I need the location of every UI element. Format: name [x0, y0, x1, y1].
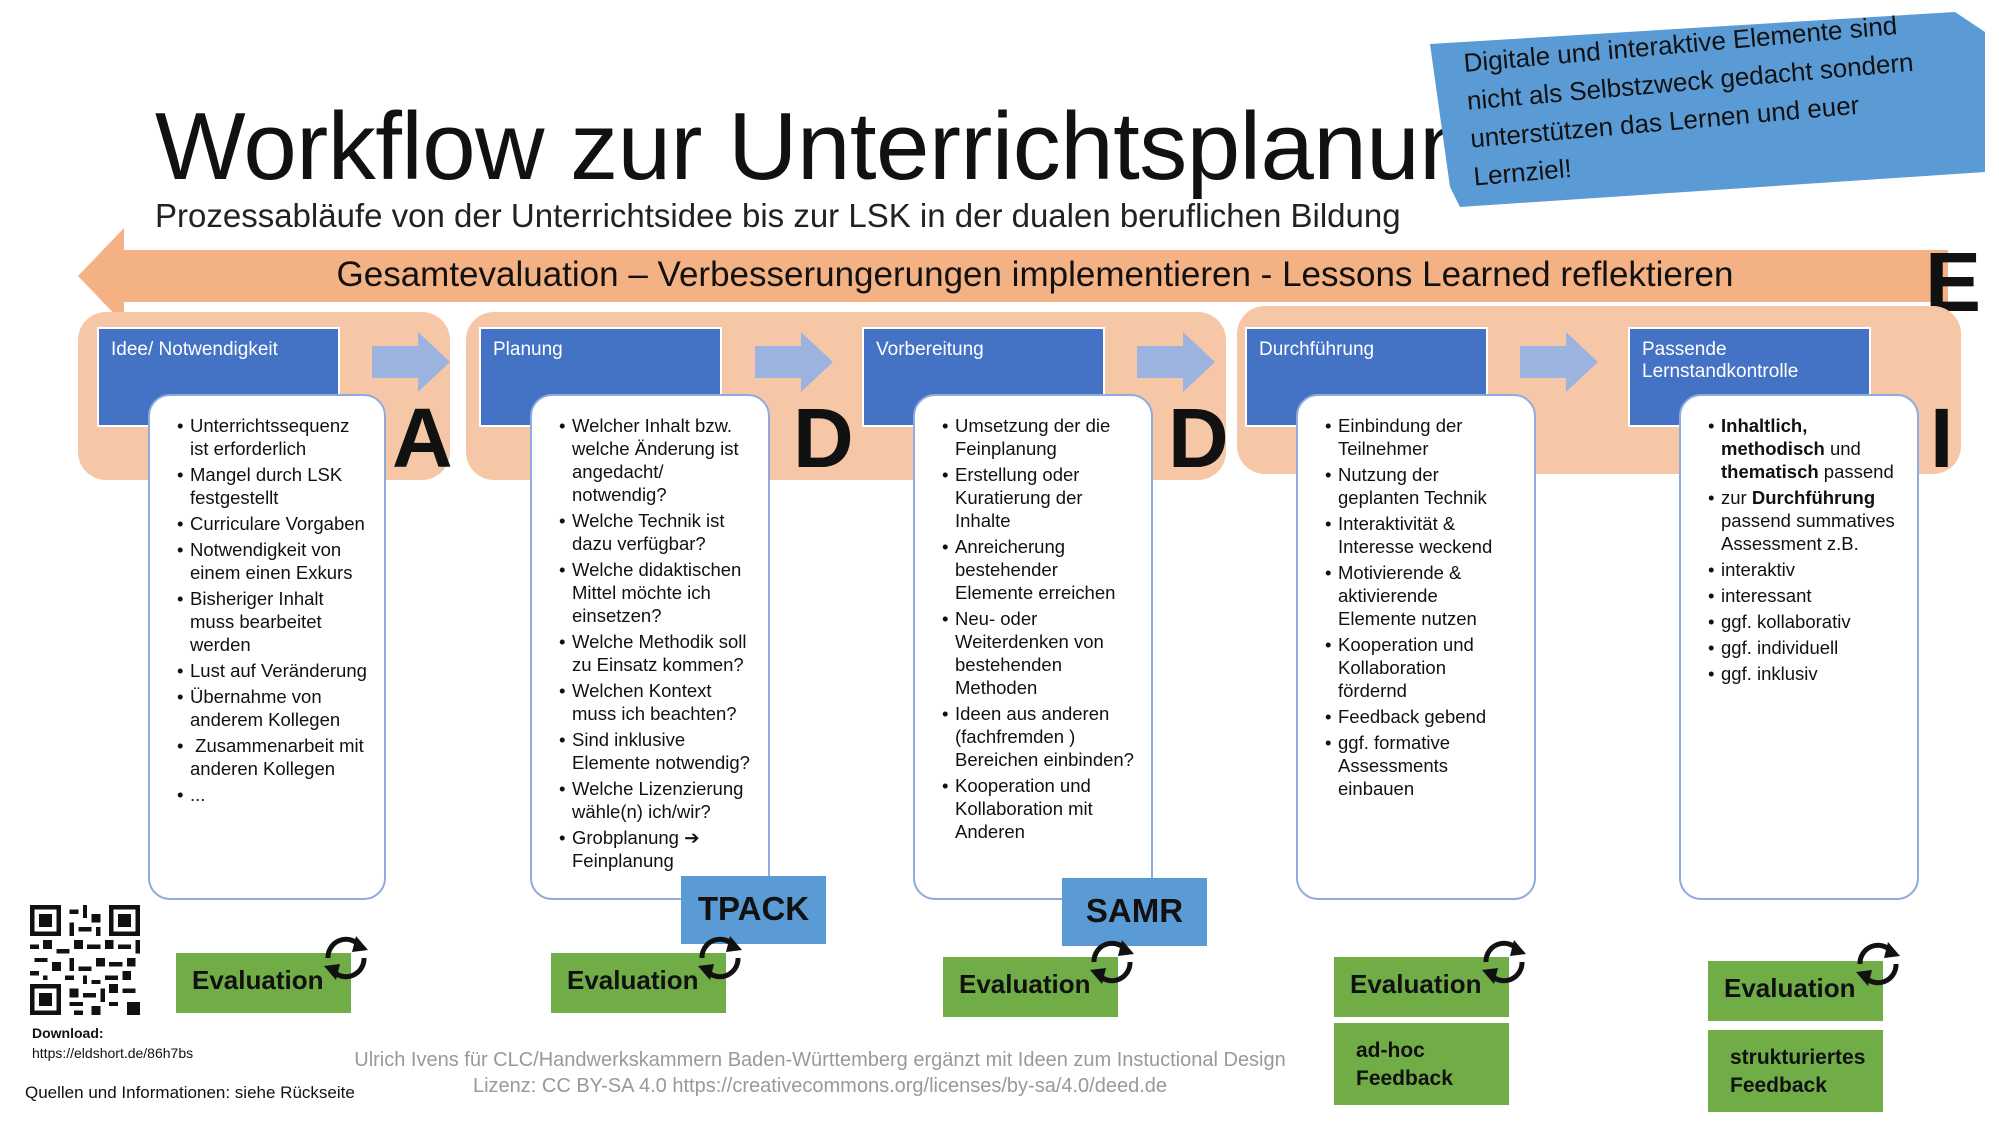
list-item: Welche Methodik soll zu Einsatz kommen? [546, 630, 754, 676]
adhoc-feedback-box: ad-hoc Feedback [1334, 1023, 1509, 1105]
list-item: Interaktivität & Interesse weckend [1312, 512, 1520, 558]
card-idea: Unterrichtssequenz ist erforderlich Mang… [148, 394, 386, 900]
cycle-arrows-icon [1856, 942, 1900, 986]
letter-a: A [392, 391, 453, 485]
page-subtitle: Prozessabläufe von der Unterrichtsidee b… [155, 197, 1401, 234]
list-item: interessant [1695, 584, 1903, 607]
list-item: ... [164, 783, 370, 806]
samr-label: SAMR [1062, 878, 1207, 946]
list-item: Mangel durch LSK festgestellt [164, 463, 370, 509]
structured-feedback-box: strukturiertes Feedback [1708, 1030, 1883, 1112]
evaluation-box: Evaluation [551, 953, 726, 1013]
list-item: Unterrichtssequenz ist erforderlich [164, 414, 370, 460]
card-planning: Welcher Inhalt bzw. welche Änderung ist … [530, 394, 770, 900]
list-item: Zusammenarbeit mit anderen Kollegen [164, 734, 370, 780]
list-item: Einbindung der Teilnehmer [1312, 414, 1520, 460]
cycle-arrows-icon [698, 936, 742, 980]
chevron-right-icon [372, 332, 450, 392]
cycle-arrows-icon [324, 936, 368, 980]
chevron-right-icon [1520, 332, 1598, 392]
list-item: Feedback gebend [1312, 705, 1520, 728]
evaluation-box: Evaluation [1334, 957, 1509, 1017]
list-item: Lust auf Veränderung [164, 659, 370, 682]
list-item: Welche didaktischen Mittel möchte ich ei… [546, 558, 754, 627]
list-item: Übernahme von anderem Kollegen [164, 685, 370, 731]
list-item: Welcher Inhalt bzw. welche Änderung ist … [546, 414, 754, 506]
download-link[interactable]: https://eldshort.de/86h7bs [32, 1045, 194, 1061]
cycle-arrows-icon [1090, 940, 1134, 984]
evaluation-box: Evaluation [943, 957, 1118, 1017]
list-item: Kooperation und Kollaboration fördernd [1312, 633, 1520, 702]
list-item: Erstellung oder Kuratierung der Inhalte [929, 463, 1137, 532]
note-shape [1430, 12, 1985, 207]
download-label: Download: [32, 1025, 104, 1041]
list-item: Welche Technik ist dazu verfügbar? [546, 509, 754, 555]
sources-note: Quellen und Informationen: siehe Rücksei… [25, 1083, 355, 1102]
list-item: Neu- oder Weiterdenken von bestehenden M… [929, 607, 1137, 699]
list-item: ggf. individuell [1695, 636, 1903, 659]
list-item: zur Durchführung passend summatives Asse… [1695, 486, 1903, 555]
letter-d-development: D [1168, 391, 1229, 485]
list-item: Motivierende & aktivierende Elemente nut… [1312, 561, 1520, 630]
list-item: Welchen Kontext muss ich beachten? [546, 679, 754, 725]
list-item: Ideen aus anderen (fachfremden ) Bereich… [929, 702, 1137, 771]
evaluation-box: Evaluation [1708, 961, 1883, 1021]
card-preparation: Umsetzung der die Feinplanung Erstellung… [913, 394, 1153, 900]
list-item: Umsetzung der die Feinplanung [929, 414, 1137, 460]
evaluation-box: Evaluation [176, 953, 351, 1013]
footer-credit: Ulrich Ivens für CLC/Handwerkskammern Ba… [354, 1049, 1286, 1071]
chevron-right-icon [1137, 332, 1215, 392]
list-item: ggf. kollaborativ [1695, 610, 1903, 633]
list-item: Curriculare Vorgaben [164, 512, 370, 535]
letter-i: I [1930, 391, 1954, 485]
list-item: Sind inklusive Elemente notwendig? [546, 728, 754, 774]
list-item: Welche Lizenzierung wähle(n) ich/wir? [546, 777, 754, 823]
page-title: Workflow zur Unterrichtsplanung [155, 93, 1525, 200]
overall-evaluation-label: Gesamtevaluation – Verbesserungerungen i… [336, 255, 1734, 294]
letter-d-design: D [793, 391, 854, 485]
qr-code-icon[interactable] [30, 905, 140, 1015]
list-item: Anreicherung bestehender Elemente erreic… [929, 535, 1137, 604]
list-item: Grobplanung ➔ Feinplanung [546, 826, 754, 872]
list-item: ggf. formative Assessments einbauen [1312, 731, 1520, 800]
cycle-arrows-icon [1482, 940, 1526, 984]
tpack-label: TPACK [681, 876, 826, 944]
chevron-right-icon [755, 332, 833, 392]
list-item: Kooperation und Kollaboration mit Andere… [929, 774, 1137, 843]
card-assessment: Inhaltlich, methodisch und thematisch pa… [1679, 394, 1919, 900]
card-execution: Einbindung der Teilnehmer Nutzung der ge… [1296, 394, 1536, 900]
list-item: Bisheriger Inhalt muss bearbeitet werden [164, 587, 370, 656]
list-item: Inhaltlich, methodisch und thematisch pa… [1695, 414, 1903, 483]
footer-license[interactable]: Lizenz: CC BY-SA 4.0 https://creativecom… [472, 1075, 1168, 1097]
list-item: interaktiv [1695, 558, 1903, 581]
arrow-left-icon [78, 228, 1948, 324]
list-item: Nutzung der geplanten Technik [1312, 463, 1520, 509]
list-item: ggf. inklusiv [1695, 662, 1903, 685]
list-item: Notwendigkeit von einem einen Exkurs [164, 538, 370, 584]
